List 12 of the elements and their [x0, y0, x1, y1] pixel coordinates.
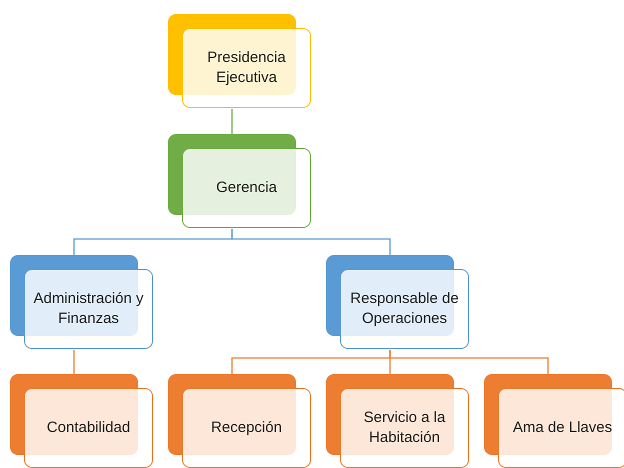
box-label: Gerencia: [215, 178, 278, 198]
box-label: Recepción: [210, 418, 283, 438]
box-label: Ama de Llaves: [512, 418, 614, 438]
box-label: Presidencia Ejecutiva: [206, 48, 287, 88]
box-label: Responsable de Operaciones: [349, 289, 460, 329]
connector-line: [231, 109, 233, 134]
box-label: Administración y Finanzas: [32, 289, 145, 329]
box-label: Contabilidad: [46, 418, 132, 438]
connector-line: [389, 350, 549, 374]
connector-line: [231, 229, 391, 255]
connector-line: [73, 350, 75, 374]
box-label: Servicio a la Habitación: [362, 408, 446, 448]
